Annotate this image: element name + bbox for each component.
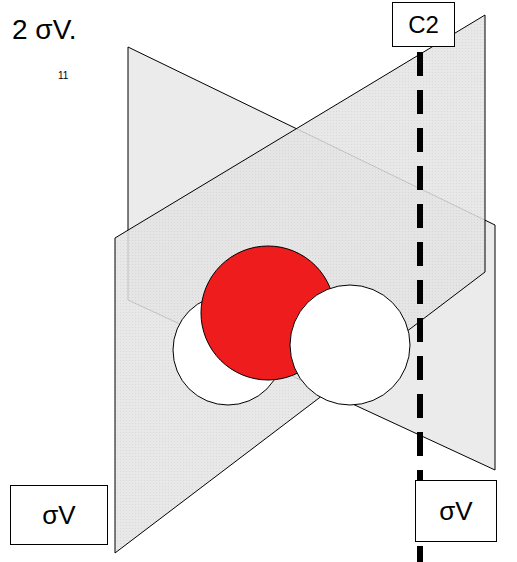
hydrogen-atom — [290, 285, 410, 405]
footnote-number: 11 — [58, 70, 68, 81]
label-box: C2 — [392, 2, 455, 47]
symmetry-symbol: C2 — [408, 11, 439, 39]
symmetry-symbol: σV — [42, 500, 75, 531]
label-box: σV — [10, 485, 108, 545]
mirror-plane-front — [115, 15, 485, 553]
heading-text: 2 σV. — [12, 14, 77, 46]
symmetry-symbol: σV — [439, 496, 472, 527]
label-box: σV — [415, 480, 497, 542]
